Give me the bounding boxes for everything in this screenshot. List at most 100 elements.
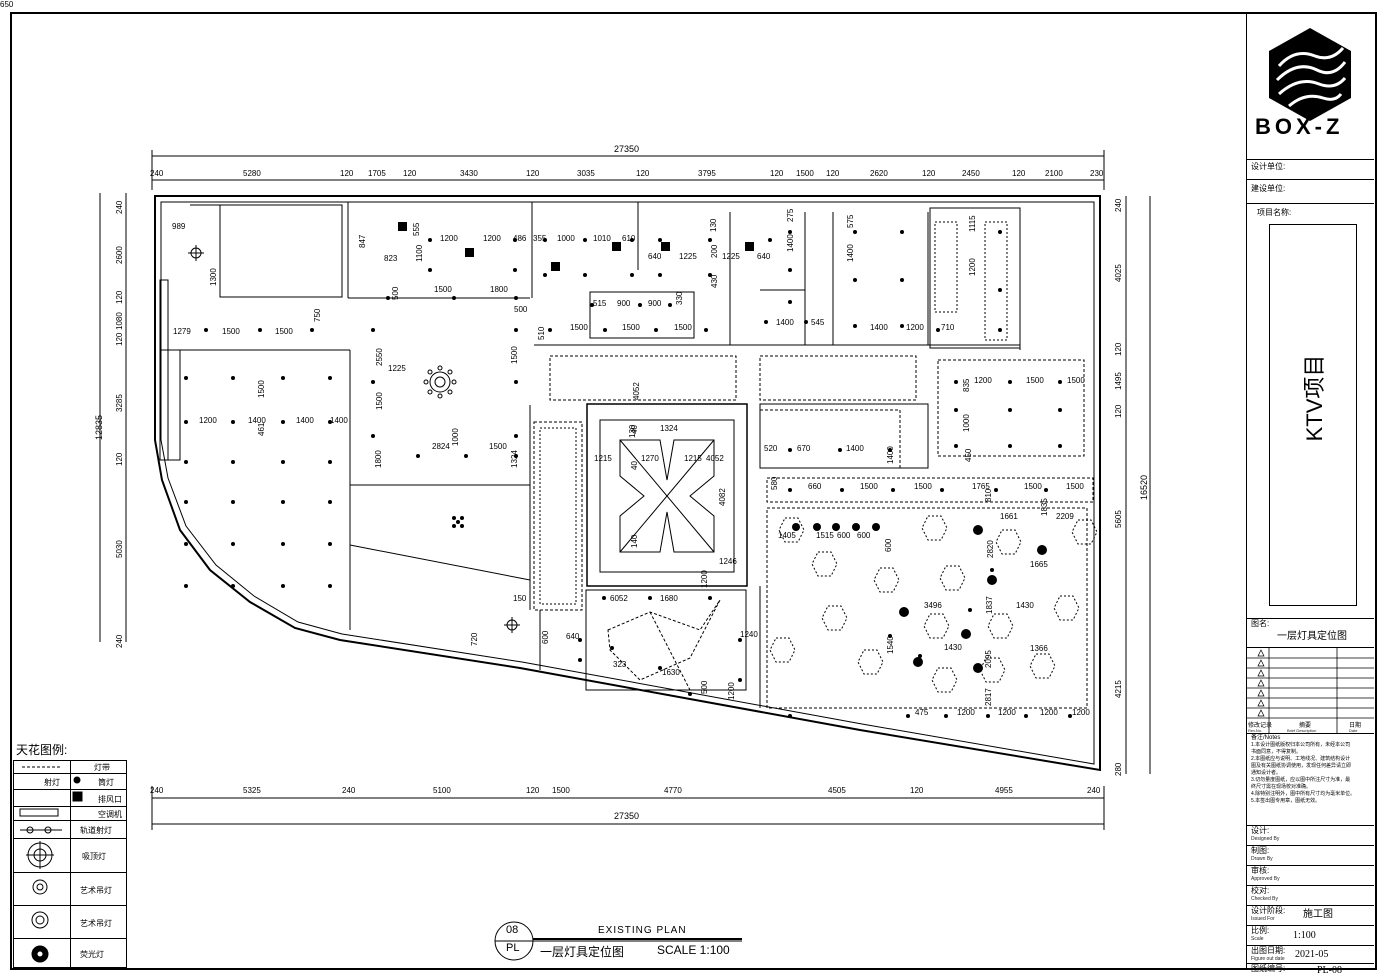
dimension-label: 640	[566, 632, 580, 641]
dimension-label: 330	[675, 291, 684, 305]
legend-row: 荧光灯	[14, 939, 126, 967]
dimension-label: 1200	[1072, 708, 1090, 717]
dimension-label: 1200	[968, 258, 977, 276]
dimension-label: 3035	[577, 169, 595, 178]
dimension-label: 1279	[173, 327, 191, 336]
drawn-by-cell: 制图: Drawn By	[1247, 846, 1374, 866]
dimension-label: 1400	[846, 244, 855, 262]
box-z-logo-icon	[1269, 28, 1351, 121]
dimension-label: 600	[837, 531, 851, 540]
dimension-label: 1400	[846, 444, 864, 453]
dimension-label: 120	[115, 290, 124, 304]
dimension-label: 120	[526, 786, 540, 795]
dimension-label: 1215	[594, 454, 612, 463]
legend-label: 吸顶灯	[82, 852, 106, 861]
drawing-number-value: PL-08	[1317, 965, 1342, 976]
rev-header: 摘要	[1299, 723, 1312, 729]
project-name: KTV项目	[1302, 354, 1327, 442]
note-line: 1.本设计图纸版权归本公司所有，未经本公司	[1251, 742, 1351, 748]
note-line: 图及有关图纸协调使用，发现任何差异请立即	[1251, 763, 1352, 769]
dimension-label: 355	[533, 234, 547, 243]
approved-by-cell: 审核: Approved By	[1247, 866, 1374, 886]
dimension-label: 450	[964, 448, 973, 462]
dimension-label: 575	[846, 214, 855, 228]
dimension-label: 1835	[1040, 498, 1049, 516]
dimension-label: 1270	[641, 454, 659, 463]
design-unit-cell: 设计单位:	[1247, 160, 1374, 180]
dimension-label: 1500	[674, 323, 692, 332]
dimension-label: 1500	[796, 169, 814, 178]
dimension-label: 1405	[778, 531, 796, 540]
dimension-label: 2550	[375, 348, 384, 366]
legend-title: 天花图例:	[16, 743, 68, 757]
rev-header-en: Rev.No.	[1248, 728, 1263, 733]
plan-label-en: EXISTING PLAN	[598, 925, 687, 936]
dimension-label: 240	[342, 786, 356, 795]
dimension-label: 1100	[415, 244, 424, 262]
issue-stage-en: Issued For	[1251, 916, 1275, 922]
drawing-number-cell: 图纸编号: PL-08	[1247, 964, 1374, 978]
dimension-label: 1500	[222, 327, 240, 336]
dimension-label: 3795	[698, 169, 716, 178]
dimension-label: 1680	[660, 594, 678, 603]
dimension-label: 280	[1114, 762, 1123, 776]
dimension-label: 40	[630, 461, 639, 470]
rev-header-en: Brief Description	[1287, 728, 1317, 733]
dimension-label: 1400	[248, 416, 266, 425]
project-name-box: KTV项目	[1269, 224, 1357, 606]
dimension-label: 510	[537, 326, 546, 340]
dimension-label: 4052	[706, 454, 724, 463]
project-name-cell: 项目名称: KTV项目	[1247, 204, 1374, 628]
note-line: 4.除特别注明外，图中所有尺寸均为毫米单位。	[1251, 791, 1356, 797]
dimension-label: 430	[710, 274, 719, 288]
dimension-label: 1500	[257, 380, 266, 398]
dimension-label: 1800	[490, 285, 508, 294]
dimension-label: 2450	[962, 169, 980, 178]
dimension-label: 1500	[489, 442, 507, 451]
checked-by-label: 校对:	[1251, 886, 1270, 895]
dimension-label: 1400	[886, 446, 895, 464]
dimension-label: 120	[115, 452, 124, 466]
dimension-label: 2820	[986, 540, 995, 558]
dimension-label: 120	[1012, 169, 1026, 178]
dimension-label: 1215	[684, 454, 702, 463]
dimension-label: 1500	[1067, 376, 1085, 385]
plan-label-block	[494, 921, 742, 961]
drawing-name-cell: 图名: 一层灯具定位图	[1247, 618, 1374, 648]
dimension-label: 1000	[557, 234, 575, 243]
dimension-label: 1500	[914, 482, 932, 491]
dimension-label: 4505	[828, 786, 846, 795]
dimension-label: 4215	[1114, 680, 1123, 698]
drawing-name: 一层灯具定位图	[1277, 631, 1347, 642]
dimension-label: 1200	[906, 323, 924, 332]
dimension-label: 240	[115, 634, 124, 648]
drawn-by-en: Drawn By	[1251, 856, 1273, 862]
dimension-label: 120	[1114, 342, 1123, 356]
dimension-label: 720	[470, 632, 479, 646]
dimension-label: 1837	[985, 596, 994, 614]
main-hall-ceiling-zone	[766, 507, 1088, 709]
dimension-label: 600	[857, 531, 871, 540]
client-unit-label: 建设单位:	[1251, 184, 1286, 193]
dimension-label: 1500	[622, 323, 640, 332]
issue-stage-cell: 设计阶段: Issued For 施工图	[1247, 906, 1374, 926]
dimension-label: 4770	[664, 786, 682, 795]
issue-stage-label: 设计阶段:	[1251, 906, 1286, 915]
designed-by-en: Designed By	[1251, 836, 1280, 842]
dimension-label: 1366	[1030, 644, 1048, 653]
dimension-label: 500	[391, 286, 400, 300]
dimension-label: 120	[340, 169, 354, 178]
drawing-name-label: 图名:	[1251, 619, 1270, 628]
note-line: 终尺寸需在现场校对准确。	[1251, 784, 1312, 790]
notes-cell: 备注/Notes 1.本设计图纸版权归本公司所有，未经本公司 书面同意，不得复制…	[1247, 734, 1374, 826]
dimension-label: 130	[628, 424, 637, 438]
dimension-label: 1000	[962, 414, 971, 432]
logo-text: BOX-Z	[1255, 114, 1344, 139]
dimension-label: 120	[770, 169, 784, 178]
dimension-label: 2095	[984, 650, 993, 668]
dimension-label: 2620	[870, 169, 888, 178]
dimension-label: 835	[962, 378, 971, 392]
dimension-label: 823	[384, 254, 398, 263]
dimension-label: 650	[0, 0, 14, 9]
dimension-label: 1661	[1000, 512, 1018, 521]
